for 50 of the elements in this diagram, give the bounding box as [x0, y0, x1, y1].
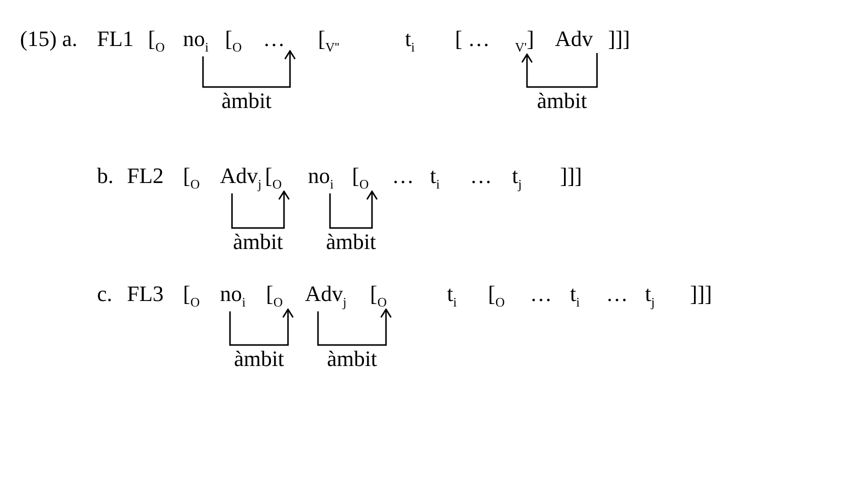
notation-token: [$_{O}$: [183, 165, 200, 190]
notation-token: t$_{j}$: [512, 165, 522, 190]
notation-token: Adv$_{j}$: [220, 165, 262, 190]
notation-token: no$_{i}$: [220, 283, 246, 308]
notation-token: no$_{i}$: [183, 28, 209, 54]
notation-token: …: [392, 165, 414, 187]
notation-token: t$_{i}$: [430, 165, 440, 190]
scope-arrow: [229, 308, 294, 346]
edge-label: àmbit: [326, 231, 376, 253]
notation-token: Adv: [555, 28, 593, 50]
notation-token: [$_{V''}$: [318, 28, 340, 54]
notation-token: ]]]: [608, 28, 630, 50]
notation-token: FL2: [127, 165, 164, 187]
notation-token: …: [263, 28, 285, 50]
notation-token: [$_{O}$: [488, 283, 505, 308]
edge-label: àmbit: [221, 90, 272, 112]
notation-token: [$_{O}$: [266, 283, 283, 308]
notation-token: ]]]: [560, 165, 582, 187]
notation-token: [ …: [455, 28, 490, 50]
example-number: (15) a.: [20, 28, 78, 50]
scope-arrow: [329, 190, 378, 229]
notation-token: FL3: [127, 283, 164, 305]
edge-label: àmbit: [234, 348, 284, 370]
notation-token: [$_{O}$: [265, 165, 282, 190]
notation-token: [$_{O}$: [352, 165, 369, 190]
notation-token: …: [470, 165, 492, 187]
notation-token: t$_{i}$: [447, 283, 457, 308]
scope-arrow: [202, 50, 296, 88]
scope-arrow: [521, 53, 598, 88]
edge-label: àmbit: [326, 348, 378, 370]
notation-token: [$_{O}$: [183, 283, 200, 308]
notation-token: [$_{O}$: [148, 28, 165, 54]
scope-arrow: [231, 190, 290, 229]
notation-token: $_{V'}$]: [515, 28, 534, 54]
notation-token: ]]]: [690, 283, 712, 305]
notation-token: t$_{j}$: [645, 283, 655, 308]
notation-token: …: [530, 283, 552, 305]
notation-token: t$_{i}$: [570, 283, 580, 308]
notation-token: [$_{O}$: [370, 283, 387, 308]
notation-token: Adv$_{j}$: [305, 283, 347, 308]
notation-token: t$_{i}$: [405, 28, 415, 54]
edge-label: àmbit: [536, 90, 588, 112]
scope-arrow: [317, 308, 392, 346]
notation-token: FL1: [97, 28, 134, 50]
example-letter: b.: [97, 165, 114, 187]
edge-label: àmbit: [232, 231, 284, 253]
notation-token: [$_{O}$: [225, 28, 242, 54]
notation-token: no$_{i}$: [308, 165, 334, 190]
notation-token: …: [606, 283, 628, 305]
example-letter: c.: [97, 283, 112, 305]
